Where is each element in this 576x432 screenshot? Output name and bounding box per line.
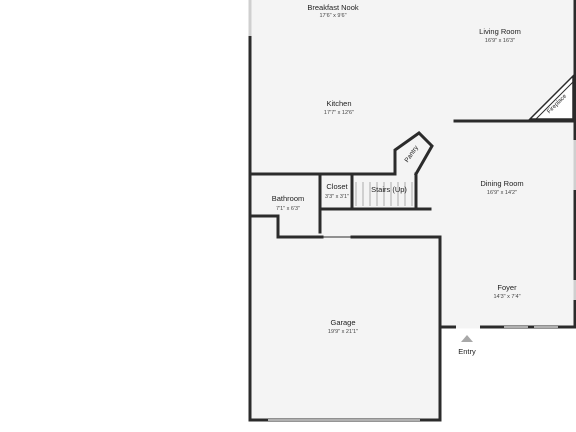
foyer-label: Foyer [497,283,517,292]
kitchen-dims: 17'7" x 12'6" [324,110,354,116]
breakfast-nook-dims: 17'6" x 9'6" [319,13,346,19]
dining-room-dims: 16'9" x 14'2" [487,190,517,196]
living-room-label: Living Room [479,27,521,36]
bathroom-dims: 7'1" x 6'3" [276,206,300,212]
fireplace-hearth-line [535,81,574,120]
living-room-dims: 16'9" x 16'3" [485,38,515,44]
bathroom-label: Bathroom [272,194,305,203]
entry-arrow-icon [461,335,473,342]
dining-room-label: Dining Room [480,179,523,188]
breakfast-nook-label: Breakfast Nook [307,3,359,12]
garage-label: Garage [330,318,355,327]
foyer-dims: 14'3" x 7'4" [493,294,520,300]
garage-dims: 19'9" x 21'1" [328,329,358,335]
stair-treads [355,182,413,206]
entry-label: Entry [458,347,476,356]
stairs-label: Stairs (Up) [371,185,407,194]
kitchen-label: Kitchen [326,99,351,108]
closet-dims: 3'3" x 3'1" [325,194,349,200]
pantry-walls [393,131,434,177]
fireplace-shape [528,74,574,120]
closet-label: Closet [326,182,348,191]
